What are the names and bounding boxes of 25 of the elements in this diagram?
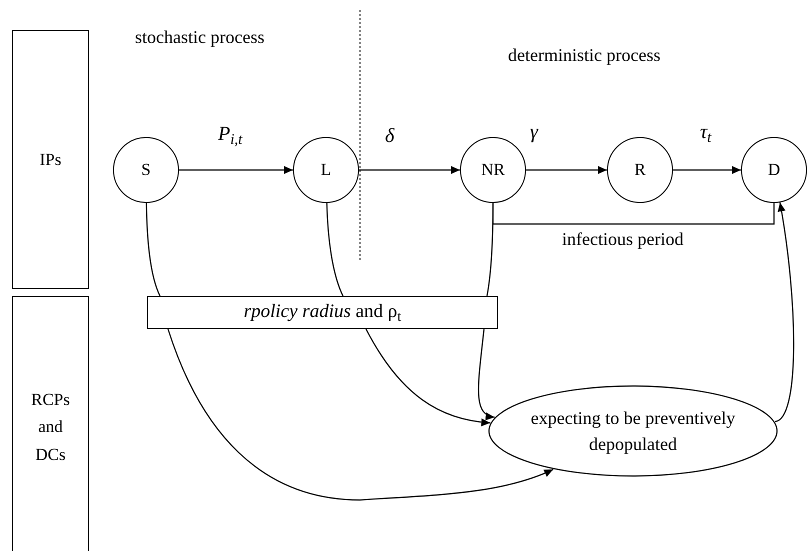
arrow: [673, 166, 741, 174]
row-header-box: [12, 296, 89, 551]
node-label: D: [768, 159, 780, 182]
annotation-text: infectious period: [562, 228, 684, 251]
annotation-text: deterministic process: [508, 44, 660, 67]
state-ellipse: [488, 385, 778, 477]
arrow: [179, 166, 293, 174]
arrow: [526, 166, 607, 174]
node-label: R: [634, 159, 646, 182]
node-label: rpolicy radius and ρ$_{t}$: [244, 300, 402, 327]
arrow: [359, 166, 460, 174]
node-label: expecting to be preventively depopulated: [530, 406, 736, 456]
node-label: L: [320, 159, 332, 182]
annotation-text: stochastic process: [135, 26, 264, 49]
node-label: IPs: [40, 148, 62, 171]
arrow: [365, 328, 490, 426]
parameter-box: [147, 296, 498, 329]
arrow: [478, 328, 495, 420]
node-label: RCPs and DCs: [30, 389, 71, 466]
arrow: [167, 328, 554, 501]
node-label: S: [141, 159, 151, 182]
row-header-box: [12, 30, 89, 289]
node-label: NR: [481, 159, 505, 182]
arrow: [774, 202, 794, 422]
edge-label: P$_{i,t}$: [216, 124, 244, 144]
